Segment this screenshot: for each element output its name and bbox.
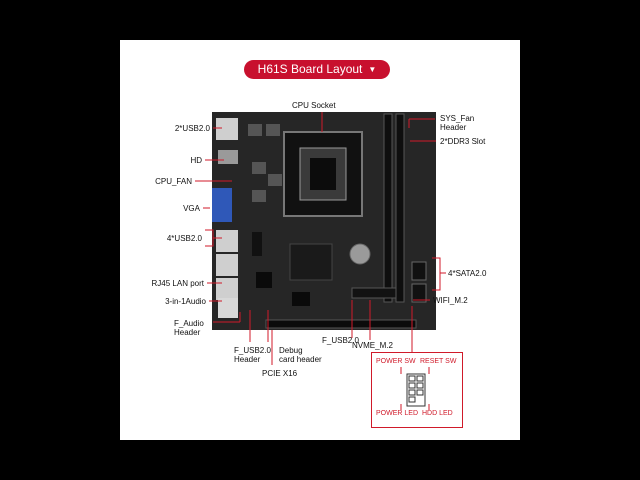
label-usb-mid: 4*USB2.0 [166,234,202,243]
motherboard-image [210,112,436,330]
pcie-slot-graphic [265,319,417,329]
label-reset-sw: RESET SW [420,358,457,365]
label-hdd-led: HDD LED [422,410,453,417]
dropdown-arrow-icon: ▼ [368,65,377,75]
label-pcie: PCIE X16 [262,369,298,378]
label-power-led: POWER LED [376,410,419,417]
label-usb-top: 2*USB2.0 [174,124,210,133]
cmos-battery-graphic [349,243,371,265]
board-layout-title: H61S Board Layout ▼ [244,60,390,79]
label-wifi: WIFI_M.2 [433,296,468,305]
label-debug: Debug [279,346,303,355]
label-sys-fan-header: Header [440,123,467,132]
motherboard-graphic [210,112,436,330]
label-f-audio-header: Header [174,328,201,337]
usb-port-graphic [216,118,238,140]
label-rj45: RJ45 LAN port [151,279,204,288]
label-sata: 4*SATA2.0 [448,269,487,278]
vga-port-graphic [210,188,232,222]
front-panel-pin-diagram [400,367,430,410]
label-nvme: NVME_M.2 [352,341,393,350]
label-sys-fan: SYS_Fan [440,114,475,123]
label-audio: 3-in-1Audio [165,297,206,306]
chipset-heatsink-graphic [289,243,333,281]
label-hd: HD [190,156,202,165]
ddr3-slot-graphic [383,113,393,303]
label-cpu-fan: CPU_FAN [155,177,192,186]
label-vga: VGA [183,204,200,213]
label-power-sw: POWER SW [376,358,416,365]
audio-port-graphic [218,298,238,318]
label-ddr3: 2*DDR3 Slot [440,137,486,146]
label-f-usb-header: F_USB2.0 [234,346,271,355]
label-f-usb: F_USB2.0 [322,336,359,345]
label-f-audio: F_Audio [174,319,204,328]
label-f-usb-header-2: Header [234,355,261,364]
label-cpu-socket: CPU Socket [292,101,336,110]
label-debug-card-header: card header [279,355,322,364]
title-text: H61S Board Layout [257,62,363,76]
